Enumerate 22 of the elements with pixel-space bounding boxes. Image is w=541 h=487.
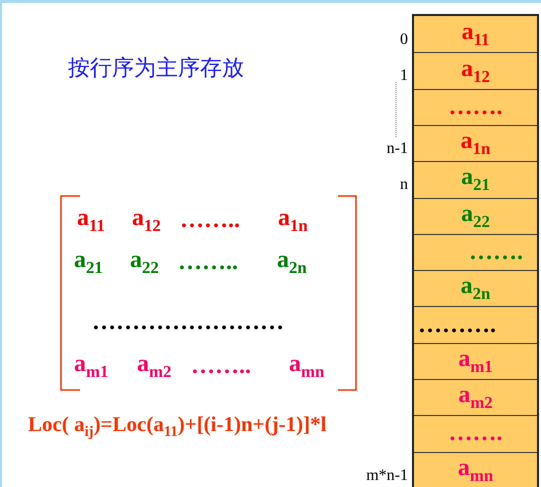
address-label: 1	[399, 67, 408, 86]
ellipsis: ……..	[191, 354, 251, 378]
address-formula: Loc( a$_{ij}$)=Loc(a$_{11}$)+[(i-1)n+(j-1)]*l	[28, 414, 326, 440]
address-label: m*n-1	[365, 466, 408, 485]
memory-cell: a$_{m2}$	[414, 379, 537, 416]
title: 按行序为主序存放	[68, 58, 244, 80]
matrix-entry: a$_{21}$	[74, 248, 103, 277]
matrix-entry: a$_{12}$	[132, 206, 161, 235]
matrix-entry: a$_{11}$	[77, 206, 105, 235]
address-label: n	[399, 176, 408, 194]
matrix-entry: a$_{1n}$	[278, 206, 308, 235]
matrix-entry: a$_{m1}$	[74, 352, 108, 381]
memory-cell: a$_{2n}$	[414, 270, 537, 306]
matrix-entry: a$_{mn}$	[289, 352, 324, 381]
address-label: 0	[399, 31, 408, 49]
ellipsis: ……..	[180, 208, 240, 232]
matrix-entry: a$_{2n}$	[277, 248, 307, 277]
ellipsis: ……………………	[92, 310, 284, 334]
matrix-entry: a$_{22}$	[130, 248, 159, 277]
ellipsis: ……..	[178, 250, 238, 274]
matrix-entry: a$_{m2}$	[137, 352, 172, 381]
address-label: n-1	[386, 140, 408, 158]
